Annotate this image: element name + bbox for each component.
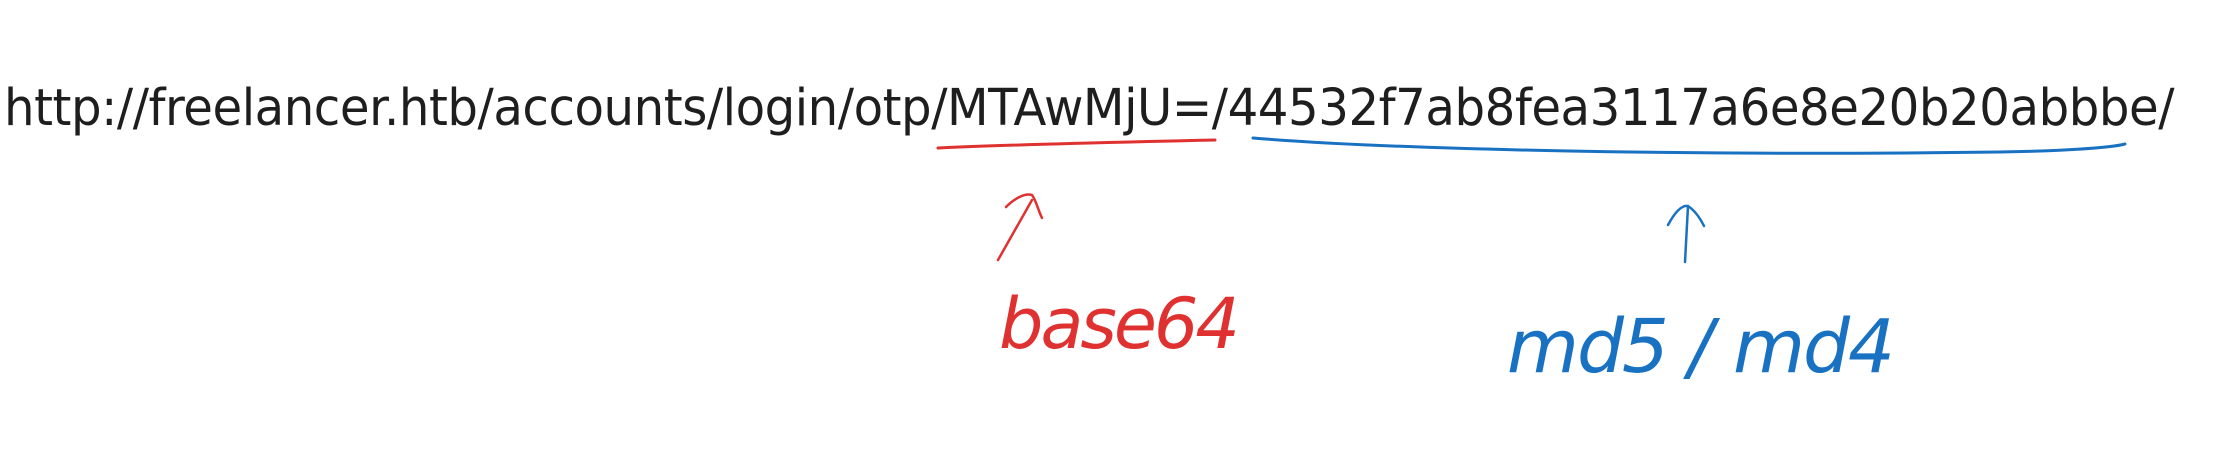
url-text: http://freelancer.htb/accounts/login/otp… bbox=[4, 79, 2175, 138]
base64-underline bbox=[936, 138, 1217, 150]
hash-annotation: md5 / md4 bbox=[1251, 136, 2127, 390]
base64-annotation: base64 bbox=[936, 138, 1240, 365]
base64-arrow bbox=[996, 193, 1044, 262]
hash-underline bbox=[1251, 136, 2127, 155]
hash-arrow bbox=[1666, 204, 1706, 264]
hash-label: md5 / md4 bbox=[1507, 304, 1893, 390]
base64-label: base64 bbox=[999, 283, 1237, 365]
